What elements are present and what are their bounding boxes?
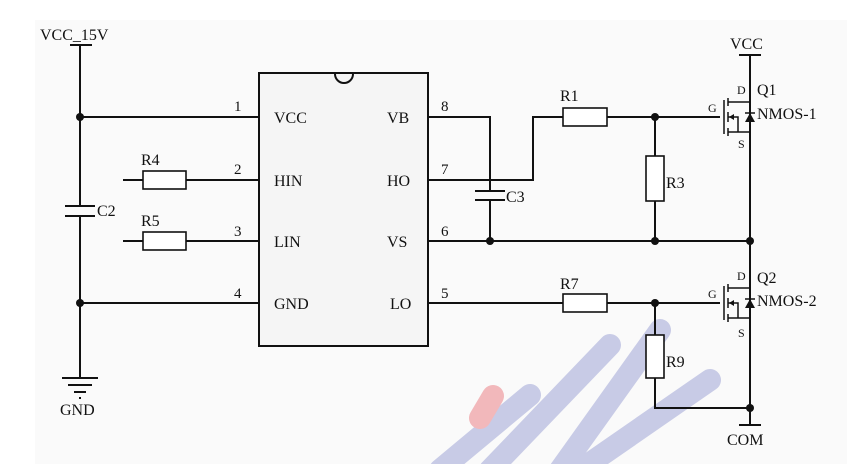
q1-ref-label: Q1 (757, 82, 777, 99)
pin-name-vcc: VCC (274, 110, 307, 127)
mosfet-q1-symbol (723, 98, 755, 136)
q2-drain-label: D (737, 269, 746, 283)
resistor-r5 (142, 231, 187, 251)
c2-label: C2 (97, 203, 116, 220)
r1-label: R1 (560, 88, 579, 105)
r3-label: R3 (666, 175, 685, 192)
q1-gate-label: G (708, 101, 717, 115)
pin-number: 5 (441, 286, 449, 302)
pin-number: 4 (234, 286, 242, 302)
pin-number: 8 (441, 99, 449, 115)
pin-name-lo: LO (390, 296, 411, 313)
capacitor-c2 (65, 200, 95, 222)
q2-gate-label: G (708, 287, 717, 301)
r5-label: R5 (141, 213, 160, 230)
junction (651, 299, 659, 307)
driver-ic-body (258, 72, 429, 347)
q2-source-label: S (738, 326, 745, 340)
pin-name-ho: HO (387, 173, 410, 190)
resistor-r7 (562, 293, 608, 313)
pin-number: 3 (234, 224, 242, 240)
r7-label: R7 (560, 276, 579, 293)
pin-number: 2 (234, 162, 242, 178)
junction (486, 237, 494, 245)
pin-number: 6 (441, 224, 449, 240)
vcc-label: VCC (730, 36, 763, 53)
mosfet-q2-symbol (723, 284, 755, 322)
pin-name-gnd: GND (274, 296, 309, 313)
q1-source-label: S (738, 137, 745, 151)
c3-label: C3 (506, 189, 525, 206)
q2-ref-label: Q2 (757, 270, 777, 287)
gnd-label: GND (60, 402, 95, 419)
pin-name-lin: LIN (274, 234, 301, 251)
resistor-r9 (645, 334, 665, 379)
watermark-logo (430, 319, 721, 464)
ho-wire (428, 116, 563, 181)
q1-drain-label: D (737, 83, 746, 97)
vcc-15v-label: VCC_15V (40, 27, 109, 44)
r4-label: R4 (141, 152, 160, 169)
ground-symbol (62, 377, 98, 399)
q2-type-label: NMOS-2 (757, 293, 817, 310)
r9-wire (654, 378, 750, 409)
com-label: COM (727, 432, 763, 449)
pin-number: 7 (441, 162, 449, 178)
resistor-r4 (142, 170, 187, 190)
junction (651, 113, 659, 121)
pin-name-vb: VB (387, 110, 409, 127)
pin-name-hin: HIN (274, 173, 303, 190)
vb-wire (428, 116, 491, 191)
resistor-r1 (562, 107, 608, 127)
ic-notch (334, 73, 354, 84)
pin-name-vs: VS (387, 234, 407, 251)
junction (651, 237, 659, 245)
pin-number: 1 (234, 99, 242, 115)
r9-label: R9 (666, 354, 685, 371)
q1-type-label: NMOS-1 (757, 106, 817, 123)
resistor-r3 (645, 155, 665, 202)
